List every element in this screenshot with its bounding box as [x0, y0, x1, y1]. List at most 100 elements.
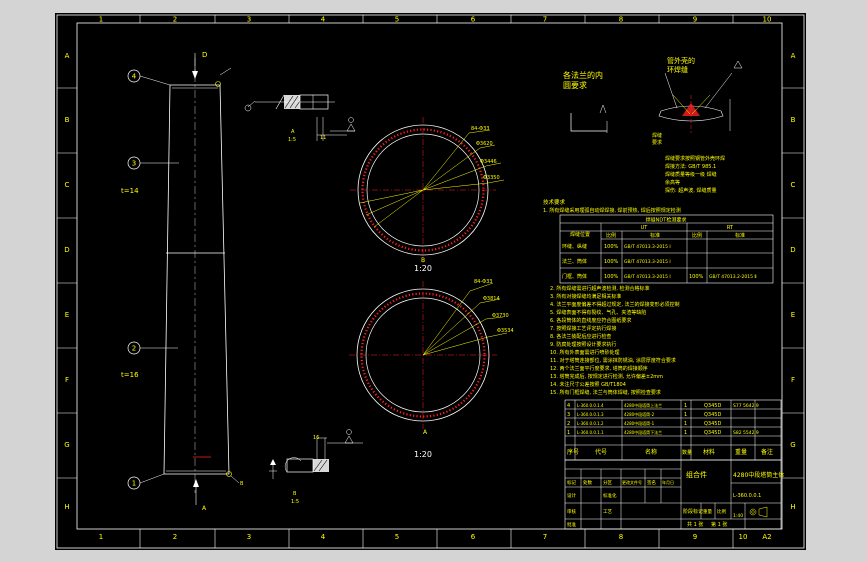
bom-cell: L-360.0.0.1.4	[577, 403, 604, 408]
detail-scale: 1:5	[288, 137, 296, 143]
bom-cell: S82 5542.9	[733, 430, 759, 436]
bom-header: 名称	[645, 448, 657, 456]
bom-header: 材料	[703, 448, 715, 456]
assembly-label: 组合件	[686, 470, 707, 479]
drawing-number: L-360.0.0.1	[733, 493, 761, 499]
table-cell: GB/T 47013.3-2015 Ⅰ	[624, 274, 671, 280]
bom-cell: Q345D	[704, 412, 721, 418]
table-title: 焊缝NDT检测要求	[646, 217, 687, 224]
bom-header: 序号	[567, 448, 579, 456]
tech-line: 8. 各法兰装配后应进行检查	[550, 333, 611, 340]
title-block-label: 设计	[567, 492, 576, 499]
balloon-number: 4	[132, 73, 137, 81]
scale-value: 1:40	[733, 513, 743, 519]
bom-header: 代号	[595, 448, 607, 456]
bom-cell: 1	[684, 412, 687, 418]
ring-view-bottom: 84-Φ33 Φ3814 Φ3730 Φ3534 A 1:20	[349, 279, 514, 459]
table-header: 标准	[735, 232, 745, 239]
tech-line: 14. 未注尺寸公差按照 GB/T1804	[550, 381, 626, 388]
bom-header: 备注	[761, 448, 773, 456]
part-name: 4280中段塔筒主体	[733, 471, 784, 479]
view-arrow-top: D	[192, 51, 207, 79]
dimension-label: Φ3620	[476, 141, 493, 147]
title-block-label: 处数	[583, 479, 592, 486]
weld-spec: 余高等	[665, 179, 680, 186]
row-label: A	[65, 52, 70, 60]
zone-ticks	[57, 15, 804, 548]
note-text: 圆要求	[563, 80, 587, 90]
note-text: 各法兰的内	[563, 70, 603, 80]
dimension-label: Φ3350	[483, 175, 500, 181]
detail-callout: B	[240, 481, 244, 487]
title-block-label: 签名	[647, 479, 656, 486]
row-labels-left: A B C D E F G H	[64, 52, 69, 511]
scale-label: 比例	[717, 508, 726, 515]
col-label: 9	[693, 16, 697, 24]
bom-cell: 4280中段塔筒下法兰	[624, 429, 662, 435]
table-header: 比例	[606, 232, 616, 239]
row-label: C	[791, 181, 796, 189]
note-text: 管外壳的	[667, 56, 695, 65]
col-label: 7	[543, 16, 547, 24]
col-label: 7	[543, 533, 547, 541]
column-labels-bottom: 1 2 3 4 5 6 7 8 9 10 A2	[99, 533, 772, 541]
balloon-4: 4	[127, 69, 171, 86]
detail-label: B	[293, 491, 297, 497]
note-text: 要求	[652, 139, 662, 146]
row-label: G	[790, 441, 795, 449]
col-label: 1	[99, 16, 103, 24]
bom-cell: 1	[684, 403, 687, 409]
bom-cell: 4280中段塔筒-1	[624, 420, 655, 426]
view-letter: A	[202, 505, 207, 512]
row-labels-right: A B C D E F G H	[790, 52, 795, 511]
bom-cell: L-360.0.0.1.2	[577, 421, 604, 426]
balloon-2: 2	[127, 341, 178, 355]
bom-cell: 2	[567, 421, 570, 427]
table-cell: 门框、筒体	[562, 273, 587, 280]
tech-line: 15. 所有门框焊缝, 法兰与筒体焊缝, 按照检查要求	[550, 389, 661, 396]
title-block-label: 分区	[603, 479, 612, 486]
tech-line: 1. 所有焊缝采用埋弧自动焊焊接, 焊前预热, 焊后按照规定检测	[543, 207, 681, 214]
row-label: B	[65, 116, 70, 124]
table-cell: 环缝、纵缝	[562, 243, 587, 250]
section-label: B	[421, 257, 425, 264]
table-cell: 100%	[604, 244, 619, 250]
cad-drawing: 1 2 3 4 5 6 7 8 9 10 1 2 3 4 5 6 7 8 9 1…	[56, 14, 805, 549]
bom-header: 重量	[735, 448, 747, 456]
row-label: D	[64, 246, 69, 254]
bom-cell: 4280中段塔筒上法兰	[624, 402, 662, 408]
dimension-label: Φ3446	[480, 159, 497, 165]
weld-spec: 焊缝要求按照钢管外壳环焊	[665, 155, 725, 162]
col-label: 6	[471, 533, 476, 541]
col-label: 10	[763, 16, 772, 24]
detail-label: A	[291, 129, 295, 135]
tech-line: 7. 按照焊接工艺评定执行焊接	[550, 325, 616, 332]
tech-line: 2. 所有焊缝需进行超声波检测, 检测合格标准	[550, 285, 650, 292]
col-label: 9	[693, 533, 697, 541]
title-block-label: 更改文件号	[622, 479, 642, 485]
row-label: H	[64, 503, 69, 511]
weld-detail: 管外壳的 环焊缝 焊缝 要求 焊缝要求按照钢管外壳环焊 焊接方法: GB/T 9…	[652, 56, 743, 194]
bom-cell: 1	[684, 430, 687, 436]
inner-border	[76, 22, 783, 530]
bom-cell: L-360.0.0.1.3	[577, 412, 604, 417]
table-header: UT	[641, 225, 649, 231]
stage-label: 阶段标记	[683, 508, 703, 515]
table-cell: GB/T 47013.3-2015 Ⅰ	[624, 244, 671, 250]
row-label: C	[65, 181, 70, 189]
title-block-label: 年月日	[662, 479, 674, 485]
weld-marker	[226, 471, 232, 477]
table-header: 焊缝位置	[570, 231, 590, 238]
row-label: H	[790, 503, 795, 511]
weld-spec: 探伤: 超声波, 焊缝质量	[665, 187, 716, 194]
note-text: 焊缝	[652, 132, 662, 139]
dimension-label: 84-Φ33	[471, 126, 489, 132]
section-label: A	[423, 429, 428, 436]
inspection-table: 焊缝NDT检测要求 焊缝位置 UT RT 比例 标准 比例 标准 环缝、纵缝 1…	[559, 214, 774, 284]
row-label: B	[791, 116, 796, 124]
tech-line: 6. 各段筒体的直线度应符合图纸要求	[550, 317, 631, 324]
balloon-number: 1	[132, 480, 136, 488]
tech-line: 4. 法兰平面度偏差不得超过规定, 法兰的焊接变形必须控制	[550, 301, 680, 308]
col-label: 4	[321, 16, 326, 24]
note-text: 环焊缝	[667, 65, 688, 74]
